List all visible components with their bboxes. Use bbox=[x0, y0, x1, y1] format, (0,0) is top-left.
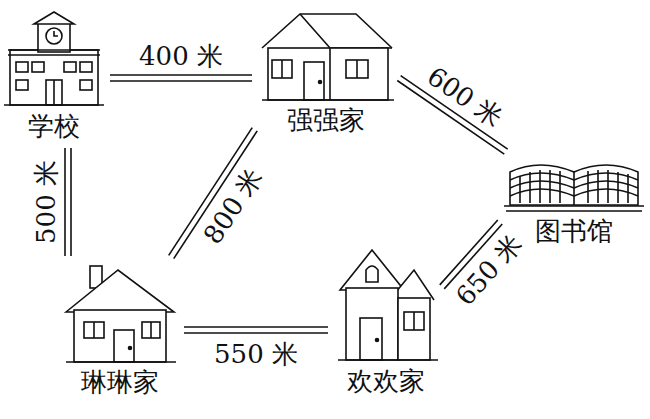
place-name: 欢欢家 bbox=[334, 365, 438, 397]
road-line bbox=[184, 326, 328, 328]
house-icon bbox=[66, 266, 176, 362]
road-connector bbox=[110, 75, 252, 81]
house-icon bbox=[262, 14, 394, 100]
distance-label: 500 米 bbox=[32, 157, 60, 247]
road-connector bbox=[65, 148, 71, 256]
place-node: 琳琳家 bbox=[62, 262, 178, 398]
road-line bbox=[64, 148, 66, 256]
distance-label: 600 米 bbox=[420, 60, 510, 134]
place-node: 欢欢家 bbox=[334, 245, 438, 397]
place-node: 强强家 bbox=[258, 8, 394, 136]
road-line bbox=[184, 332, 328, 334]
place-node: 学校 bbox=[4, 10, 104, 142]
road-line bbox=[110, 80, 252, 82]
house-icon bbox=[338, 250, 438, 360]
library-icon bbox=[504, 165, 644, 211]
road-line bbox=[70, 148, 72, 256]
school-icon bbox=[4, 12, 104, 105]
place-node: 图书馆 bbox=[504, 155, 644, 247]
distance-label: 550 米 bbox=[211, 340, 301, 368]
road-connector bbox=[184, 327, 328, 333]
place-name: 学校 bbox=[4, 110, 104, 142]
place-name: 强强家 bbox=[258, 104, 394, 136]
place-name: 琳琳家 bbox=[62, 366, 178, 398]
road-line bbox=[110, 74, 252, 76]
distance-label: 400 米 bbox=[136, 42, 226, 70]
